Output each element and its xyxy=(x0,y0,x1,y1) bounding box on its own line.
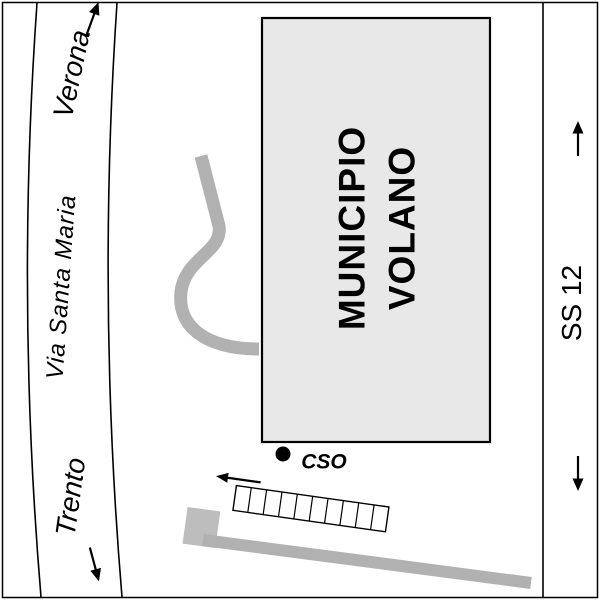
driveway-path xyxy=(174,154,260,356)
entrance-arrow-left-icon xyxy=(216,472,261,484)
bottom-road xyxy=(202,534,532,589)
left-road-east-edge xyxy=(107,2,123,598)
ss12-arrow-up-icon xyxy=(571,119,585,158)
municipio-building xyxy=(260,16,492,444)
highway-label-ss12: SS 12 xyxy=(556,264,587,342)
cso-location-dot xyxy=(275,446,291,462)
building-label-municipio: MUNICIPIO xyxy=(331,125,373,331)
parking-strip xyxy=(216,472,390,533)
left-road-west-edge xyxy=(26,2,42,598)
poi-label-cso: CSO xyxy=(301,450,347,474)
building-label-volano: VOLANO xyxy=(381,145,423,311)
ss12-arrow-down-icon xyxy=(571,454,585,493)
trento-arrow-down-icon xyxy=(83,545,106,584)
